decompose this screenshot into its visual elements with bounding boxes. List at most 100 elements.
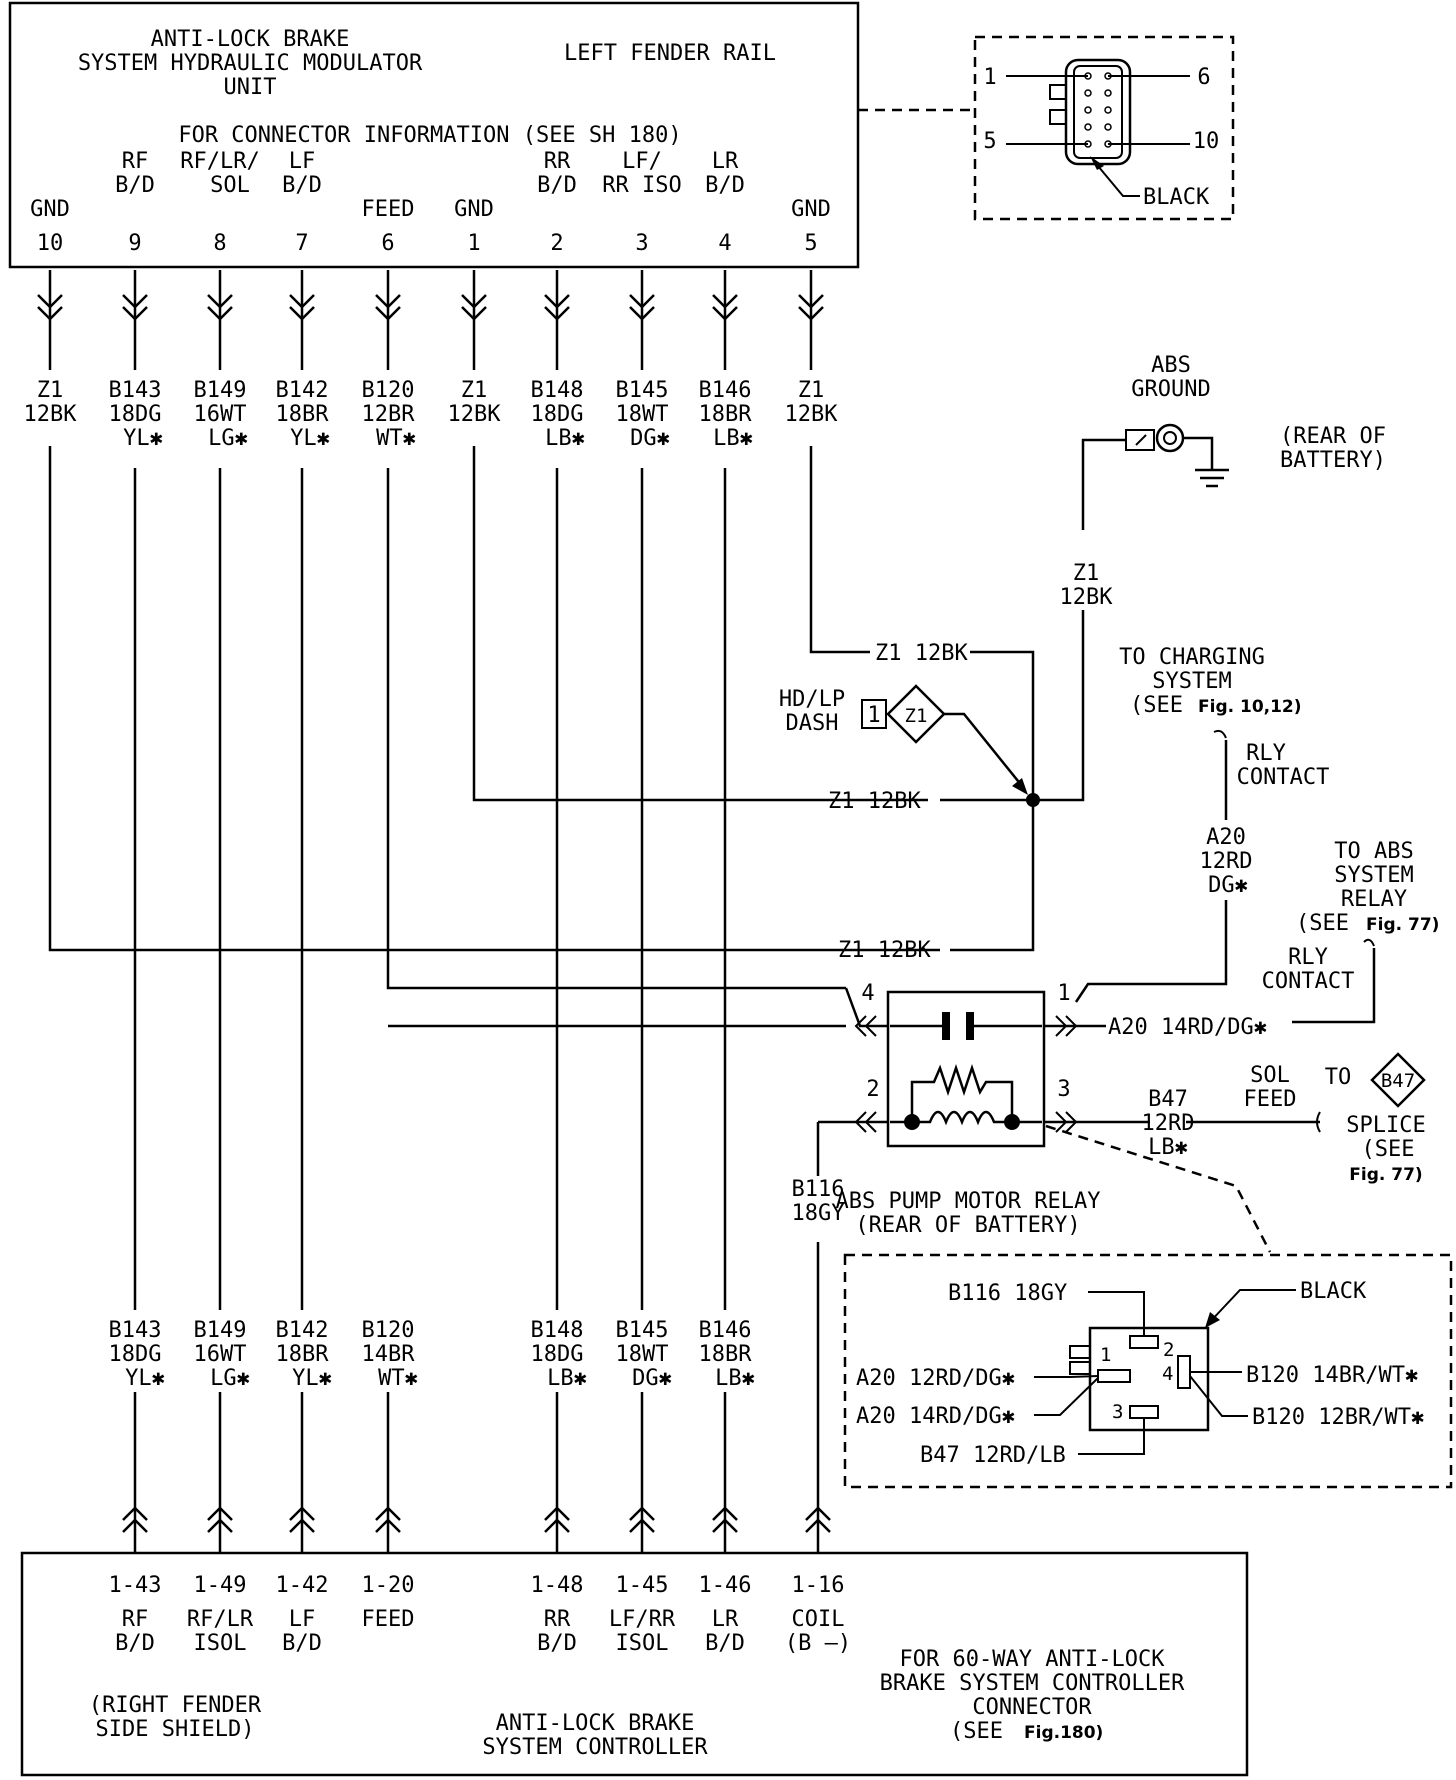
dash-pin: 1 [867, 703, 880, 728]
modulator-wire-label: 18DG [531, 402, 584, 427]
modulator-pin-label: SOL [210, 173, 250, 198]
modulator-pin-label: FEED [362, 197, 415, 222]
relay-pin-4: 4 [861, 981, 874, 1006]
controller-pin-label: B/D [705, 1631, 745, 1656]
charging-system-ref: TO CHARGING SYSTEM (SEE Fig. 10,12) RLY … [1074, 645, 1329, 1003]
b47-wire-tracer: LB✱ [1148, 1135, 1188, 1160]
abs-ground-location-1: (REAR OF [1280, 424, 1386, 449]
splice-diamond-icon [1370, 1052, 1426, 1108]
controller-pin-label: LR [712, 1607, 739, 1632]
rc-pin-3: 3 [1112, 1401, 1123, 1423]
controller-pin-label: B/D [537, 1631, 577, 1656]
modulator-pin-label: RR [544, 149, 571, 174]
connector-color-label: BLACK [1143, 185, 1210, 210]
controller-pin-label: B/D [282, 1631, 322, 1656]
modulator-wire-label: DG✱ [630, 426, 670, 451]
b116-wire-gauge: 18GY [792, 1201, 845, 1226]
controller-wire-label: 18DG [531, 1342, 584, 1367]
connector-color-leader [1092, 159, 1140, 197]
modulator-pin-label: GND [454, 197, 494, 222]
dash-pin-box [861, 699, 887, 729]
modulator-pin-label: B/D [282, 173, 322, 198]
controller-box [20, 1551, 1249, 1777]
break-icon [1316, 1111, 1321, 1133]
controller-wire-label: WT✱ [378, 1366, 418, 1391]
rc-pin-1: 1 [1100, 1344, 1111, 1366]
connector-symbol [854, 1015, 877, 1037]
controller-pin-label: ISOL [616, 1631, 669, 1656]
controller-wire-label: LB✱ [547, 1366, 587, 1391]
relay-pin-2: 2 [866, 1077, 879, 1102]
sol-feed-1: SOL [1250, 1063, 1290, 1088]
modulator-wire-label: LB✱ [713, 426, 753, 451]
modulator-wire-label: Z1 [798, 378, 825, 403]
connector-symbol [798, 294, 824, 321]
modulator-pin-number: 6 [381, 231, 394, 256]
abs-relay-contact-2: CONTACT [1262, 969, 1355, 994]
controller-pin-number: 1-20 [362, 1573, 415, 1598]
modulator-wire-label: WT✱ [376, 426, 416, 451]
modulator-pin-label: B/D [705, 173, 745, 198]
modulator-wire-label: 18BR [276, 402, 330, 427]
controller-wire-label: B143 [109, 1318, 162, 1343]
terminal-mark [1135, 434, 1147, 446]
connector-symbol [207, 294, 233, 321]
modulator-pin-number: 2 [550, 231, 563, 256]
modulator-title-line-1: ANTI-LOCK BRAKE [151, 27, 350, 52]
controller-note-see: (SEE [950, 1719, 1003, 1744]
ground-wire-label-1: Z1 12BK [875, 641, 968, 666]
modulator-wire-label: YL✱ [290, 426, 330, 451]
relay-term-2 [1129, 1335, 1159, 1349]
connector-latch-top [1049, 84, 1067, 100]
controller-wire-label: B149 [194, 1318, 247, 1343]
connector-symbol [805, 1506, 831, 1533]
ground-eyelet-hole [1163, 431, 1177, 445]
connector-pin-6: 6 [1197, 65, 1210, 90]
controller-wire-label: 16WT [194, 1342, 247, 1367]
connector-pin-1: 1 [983, 65, 996, 90]
a20-upper-tracer: DG✱ [1208, 873, 1248, 898]
modulator-pin-label: B/D [537, 173, 577, 198]
b47-splice-ref: TO B47 SPLICE (SEE Fig. 77) [1325, 1052, 1426, 1185]
dash-label-1: HD/LP [779, 687, 845, 712]
controller-location-1: (RIGHT FENDER [89, 1693, 262, 1718]
controller-wire-label: 18BR [699, 1342, 753, 1367]
modulator-pin-label: B/D [115, 173, 155, 198]
ground-wire-label-3: Z1 12BK [838, 938, 931, 963]
modulator-wire-label: B142 [276, 378, 329, 403]
connector-symbol [122, 1506, 148, 1533]
connector-symbol [1055, 1015, 1078, 1037]
controller-pin-label: RR [544, 1607, 571, 1632]
controller-wire-label: B142 [276, 1318, 329, 1343]
rc-a20-12: A20 12RD/DG✱ [856, 1366, 1015, 1391]
connector-view-frame [973, 35, 1235, 221]
connector-symbol [375, 1506, 401, 1533]
modulator-wire-label: Z1 [461, 378, 488, 403]
controller-pin-label: FEED [362, 1607, 415, 1632]
relay-name-1: ABS PUMP MOTOR RELAY [836, 1189, 1101, 1214]
charging-title-2: SYSTEM [1152, 669, 1231, 694]
connector-symbol [544, 294, 570, 321]
ground-eyelet-icon [1155, 423, 1185, 453]
controller-wire-label: 18DG [109, 1342, 162, 1367]
modulator-pin-label: RR ISO [602, 173, 681, 198]
modulator-pin-number: 7 [295, 231, 308, 256]
modulator-pin-label: GND [30, 197, 70, 222]
modulator-pin-label: LR [712, 149, 739, 174]
abs-controller: 1-43RFB/D1-49RF/LRISOL1-42LFB/D1-20FEED1… [20, 1551, 1249, 1777]
abs-relay-title-3: RELAY [1341, 887, 1407, 912]
modulator-pin-label: GND [791, 197, 831, 222]
modulator-wire-label: 18DG [109, 402, 162, 427]
controller-pin-number: 1-45 [616, 1573, 669, 1598]
modulator-wire-label: B148 [531, 378, 584, 403]
relay-term-3 [1129, 1405, 1159, 1419]
controller-pin-list: 1-43RFB/D1-49RF/LRISOL1-42LFB/D1-20FEED1… [109, 1573, 852, 1656]
controller-pin-label: LF [289, 1607, 316, 1632]
controller-pin-label: RF/LR [187, 1607, 254, 1632]
modulator-wire-labels: Z112BKB14318DGYL✱B14916WTLG✱B14218BRYL✱B… [24, 378, 839, 451]
arrowhead-icon [1012, 778, 1028, 795]
modulator-pin-number: 10 [37, 231, 64, 256]
connector-symbol [122, 294, 148, 321]
controller-note-1: FOR 60-WAY ANTI-LOCK [900, 1647, 1166, 1672]
